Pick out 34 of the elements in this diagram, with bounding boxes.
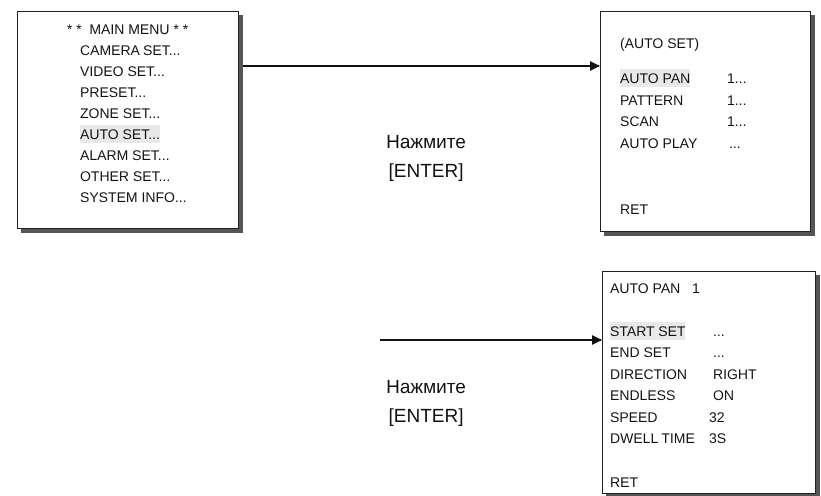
menu-value: 32 — [709, 408, 725, 426]
menu-title: (AUTO SET) — [620, 34, 700, 52]
menu-value: RIGHT — [713, 365, 757, 383]
menu-item: RET — [620, 200, 648, 218]
menu-value: 3S — [709, 429, 726, 447]
menu-item: ZONE SET... — [80, 104, 160, 122]
menu-item: SYSTEM INFO... — [80, 188, 187, 206]
menu-item: CAMERA SET... — [80, 41, 180, 59]
menu-title: * * MAIN MENU * * — [66, 20, 190, 38]
menu-title: AUTO PAN 1 — [610, 279, 700, 297]
menu-item: VIDEO SET... — [80, 62, 165, 80]
menu-item: DIRECTION — [610, 365, 687, 383]
menu-item: OTHER SET... — [80, 167, 170, 185]
menu-item: SCAN — [620, 112, 659, 130]
menu-item: ALARM SET... — [80, 146, 170, 164]
menu-value: ... — [713, 322, 725, 340]
menu-value: 1... — [727, 69, 746, 87]
menu-value: ... — [729, 134, 741, 152]
menu-value: 1... — [727, 112, 746, 130]
menu-item: AUTO PAN — [620, 69, 690, 87]
menu-item: PATTERN — [620, 91, 684, 109]
menu-item: END SET — [610, 343, 671, 361]
menu-item: RET — [610, 473, 638, 491]
menu-item: AUTO PLAY — [620, 134, 698, 152]
menu-item: DWELL TIME — [610, 429, 695, 447]
menu-value: ON — [713, 386, 734, 404]
menu-item: AUTO SET... — [80, 125, 160, 143]
menu-value: 1... — [727, 91, 746, 109]
menu-item: ENDLESS — [610, 386, 676, 404]
menu-item: SPEED — [610, 408, 658, 426]
menu-item: START SET — [610, 322, 686, 340]
arrow — [380, 335, 602, 345]
menu-item: PRESET... — [80, 83, 146, 101]
menu-value: ... — [713, 343, 725, 361]
